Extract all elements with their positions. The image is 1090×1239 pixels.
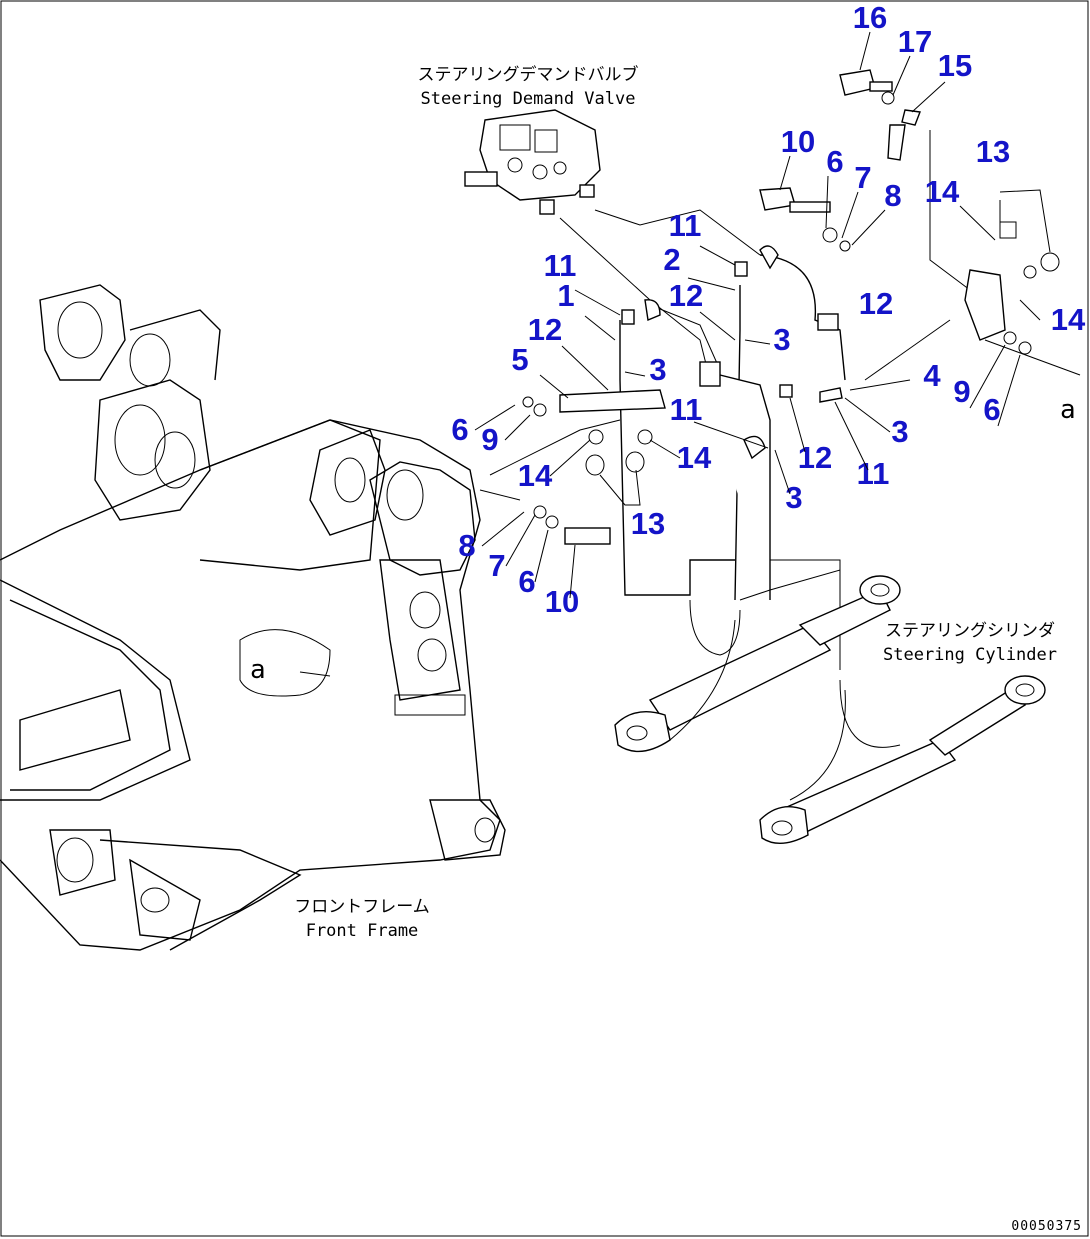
callout-12: 12 [669, 278, 703, 313]
callout-11: 11 [857, 456, 890, 491]
callout-11: 11 [544, 248, 577, 283]
callout-12: 12 [859, 286, 893, 321]
callout-8: 8 [458, 528, 475, 563]
callout-3: 3 [649, 352, 666, 387]
frame-label-jp: フロントフレーム [294, 897, 430, 917]
frame-label-en: Front Frame [306, 921, 419, 941]
callout-7: 7 [488, 548, 505, 583]
ref-a-right: a [1060, 395, 1076, 425]
callout-1: 1 [557, 278, 574, 313]
callout-6: 6 [826, 144, 843, 179]
leader-lines [474, 31, 1051, 599]
cylinder-label-jp: ステアリングシリンダ [885, 621, 1055, 641]
callout-2: 2 [663, 242, 680, 277]
callout-11: 11 [670, 392, 703, 427]
callout-6: 6 [451, 412, 468, 447]
front-frame-drawing [0, 284, 506, 951]
callout-4: 4 [923, 358, 941, 393]
callout-14: 14 [677, 440, 712, 475]
valve-label-jp: ステアリングデマンドバルブ [418, 64, 639, 85]
callout-13: 13 [631, 506, 665, 541]
callout-14: 14 [1051, 302, 1086, 337]
callout-16: 16 [853, 0, 887, 35]
callout-10: 10 [545, 584, 579, 619]
callout-14: 14 [925, 174, 960, 209]
steering-demand-valve-drawing [464, 109, 601, 215]
callout-8: 8 [884, 178, 901, 213]
callout-11: 11 [669, 208, 702, 243]
valve-label-en: Steering Demand Valve [421, 89, 636, 109]
fittings [522, 69, 1060, 545]
cylinder-label-en: Steering Cylinder [883, 645, 1057, 665]
callout-17: 17 [898, 24, 932, 59]
steering-cylinders-drawing [614, 575, 1046, 844]
callout-13: 13 [976, 134, 1010, 169]
callout-9: 9 [481, 422, 498, 457]
drawing-code: 00050375 [1011, 1219, 1082, 1234]
callout-7: 7 [854, 160, 871, 195]
callout-3: 3 [773, 322, 790, 357]
callout-12: 12 [528, 312, 562, 347]
callout-14: 14 [518, 458, 553, 493]
callout-15: 15 [938, 48, 972, 83]
callout-5: 5 [511, 342, 528, 377]
ref-a-left: a [250, 655, 266, 685]
callout-6: 6 [518, 564, 535, 599]
callout-3: 3 [785, 480, 802, 515]
callout-6: 6 [983, 392, 1000, 427]
callout-numbers: 16 17 15 10 6 7 8 14 13 11 2 12 3 11 1 1… [451, 0, 1086, 619]
callout-10: 10 [781, 124, 815, 159]
callout-9: 9 [953, 374, 970, 409]
callout-3: 3 [891, 414, 908, 449]
